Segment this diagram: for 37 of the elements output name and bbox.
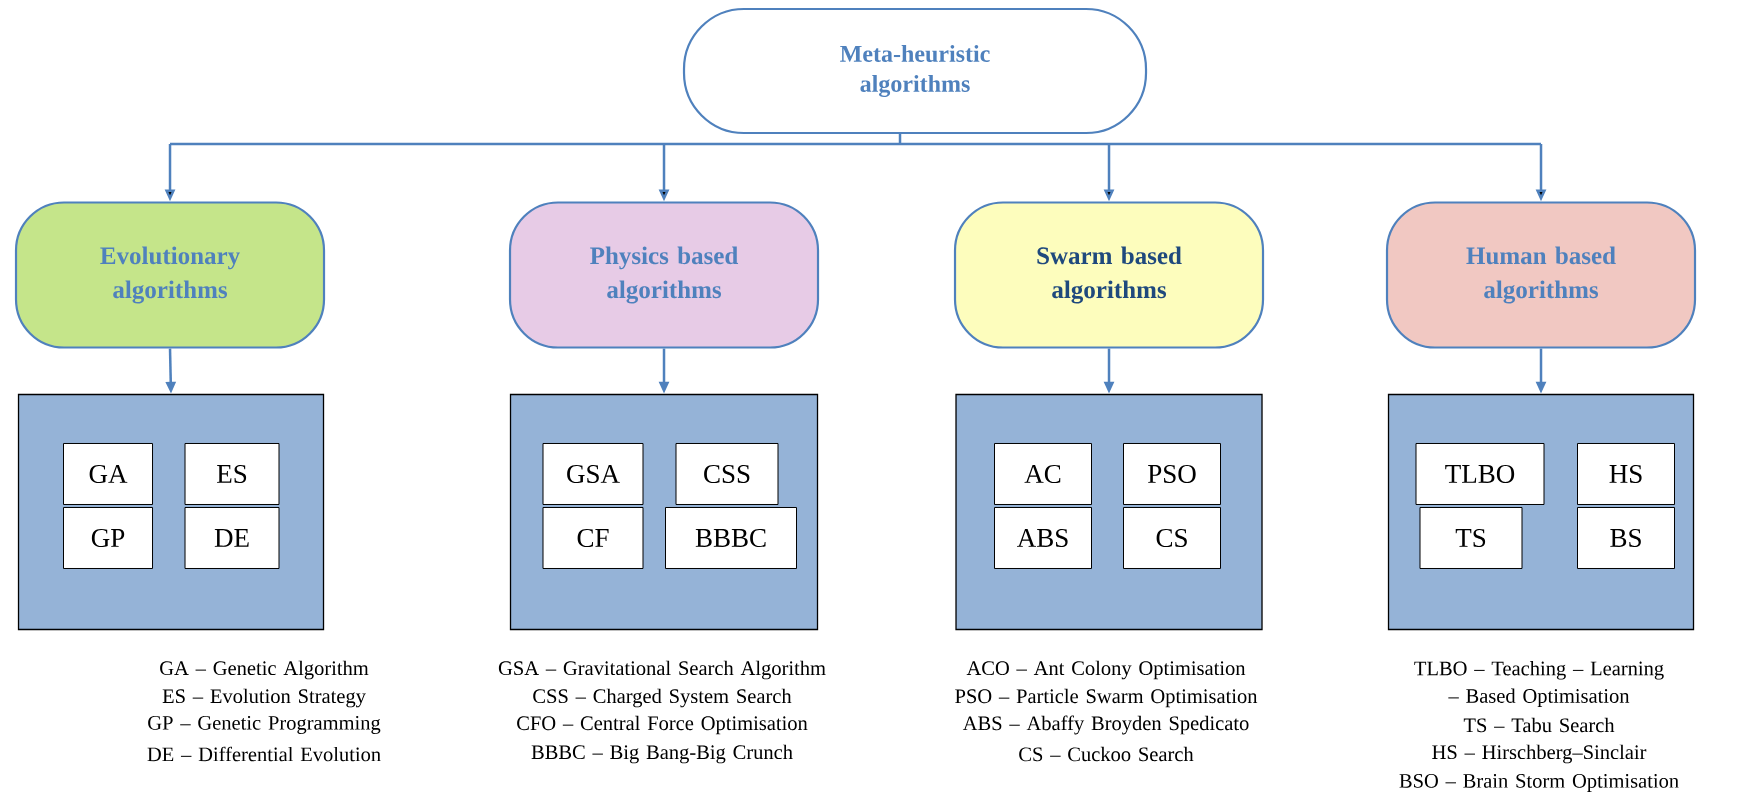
abbreviation-note: BBBC – Big Bang-Big Crunch (531, 744, 793, 764)
abbreviation-note: GSA – Gravitational Search Algorithm (498, 660, 826, 680)
abbreviation-box: PSO (1123, 443, 1221, 505)
abbreviation-box: TS (1419, 507, 1523, 569)
rounded-box: Meta-heuristic algorithms (682, 7, 1148, 135)
abbreviation-box: BBBC (665, 507, 797, 569)
abbreviation-note: PSO – Particle Swarm Optimisation (955, 688, 1258, 708)
category-box: Swarm based algorithms (953, 201, 1265, 349)
abbreviation-box: HS (1577, 443, 1675, 505)
abbreviation-box: GP (63, 507, 153, 569)
abbreviation-note: CFO – Central Force Optimisation (517, 715, 808, 735)
abbreviation-note: TS – Tabu Search (1463, 717, 1615, 733)
abbreviation-note: ABS – Abaffy Broyden Spedicato (962, 715, 1249, 735)
abbreviation-note: HS – Hirschberg–Sinclair (1432, 744, 1647, 764)
abbreviation-box: AC (994, 443, 1092, 505)
abbreviation-box: ABS (994, 507, 1092, 569)
abbreviation-box: BS (1577, 507, 1675, 569)
abbreviation-note: CSS – Charged System Search (533, 688, 792, 708)
abbreviation-note: DE – Differential Evolution (147, 746, 381, 762)
category-box: Evolutionary algorithms (14, 201, 326, 349)
abbreviation-note: ES – Evolution Strategy (162, 688, 366, 708)
abbreviation-note: TLBO – Teaching – Learning – Based Optimisation (1414, 660, 1664, 708)
abbreviation-box: CF (542, 507, 644, 569)
abbreviation-note: BSO – Brain Storm Optimisation (1399, 774, 1679, 792)
abbreviation-box: DE (184, 507, 280, 569)
abbreviation-box: TLBO (1415, 443, 1545, 505)
abbreviation-note: GA – Genetic Algorithm (160, 660, 369, 680)
abbreviation-box: CSS (675, 443, 779, 505)
abbreviation-box: GA (63, 443, 153, 505)
category-box: Physics based algorithms (508, 201, 820, 349)
abbreviation-note: CS – Cuckoo Search (1019, 746, 1194, 762)
abbreviation-note: ACO – Ant Colony Optimisation (966, 660, 1246, 680)
abbreviation-note: GP – Genetic Programming (148, 716, 381, 734)
abbreviation-box: CS (1123, 507, 1221, 569)
category-box: Human based algorithms (1385, 201, 1697, 349)
abbreviation-box: GSA (542, 443, 644, 505)
abbreviation-box: ES (184, 443, 280, 505)
